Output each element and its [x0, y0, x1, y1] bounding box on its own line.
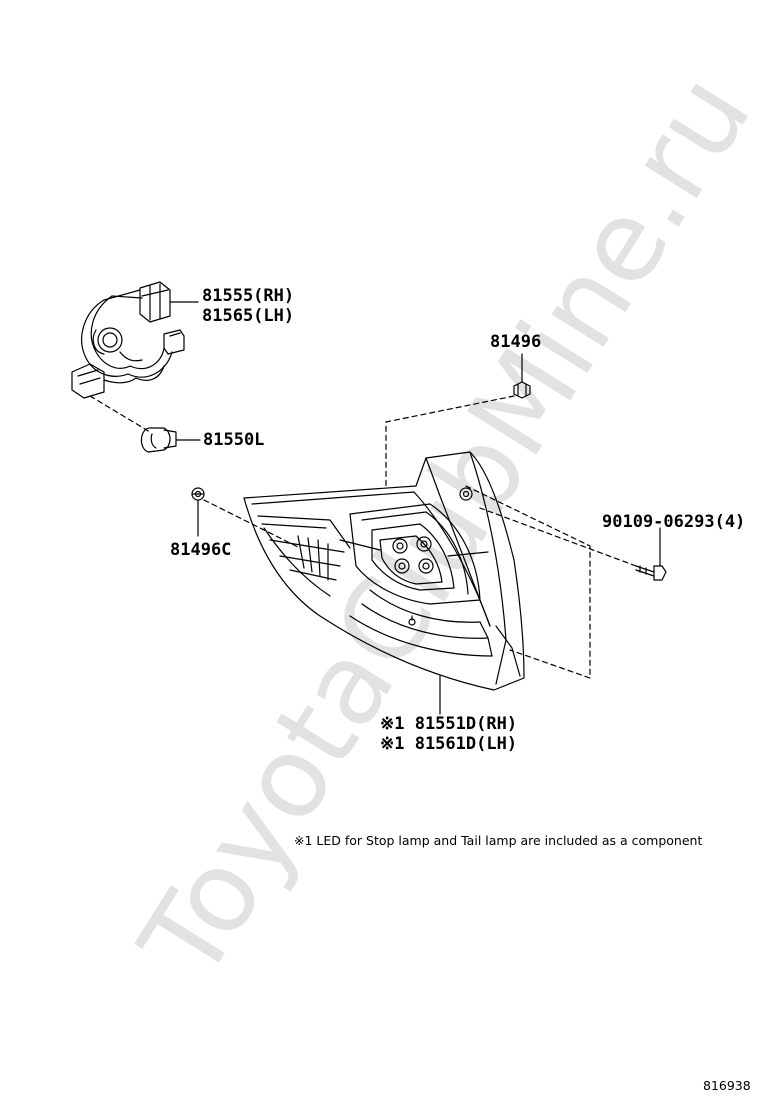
label-clip-top[interactable]: 81496	[490, 332, 542, 352]
footnote: ※1 LED for Stop lamp and Tail lamp are i…	[294, 833, 703, 848]
label-clip-left[interactable]: 81496C	[170, 540, 232, 560]
diagram-code: 816938	[703, 1078, 751, 1093]
socket-wire-harness[interactable]	[71, 281, 185, 399]
label-lamp-rh[interactable]: ※1 81551D(RH)	[380, 714, 518, 734]
dashed-screw	[479, 507, 637, 567]
clip-top[interactable]	[513, 381, 531, 399]
label-bulb[interactable]: 81550L	[203, 430, 265, 450]
label-socket-lh[interactable]: 81565(LH)	[202, 306, 295, 326]
clip-left[interactable]	[191, 487, 205, 501]
label-socket-rh[interactable]: 81555(RH)	[202, 286, 295, 306]
label-lamp-lh[interactable]: ※1 81561D(LH)	[380, 734, 518, 754]
dashed-socket-to-bulb	[89, 395, 151, 433]
bulb[interactable]	[140, 427, 177, 453]
dashed-clip-top	[385, 395, 515, 487]
screw[interactable]	[635, 565, 667, 581]
dashed-mount-frame	[465, 485, 591, 679]
rear-combination-lamp[interactable]	[243, 451, 525, 691]
label-screw[interactable]: 90109-06293(4)	[602, 512, 746, 532]
